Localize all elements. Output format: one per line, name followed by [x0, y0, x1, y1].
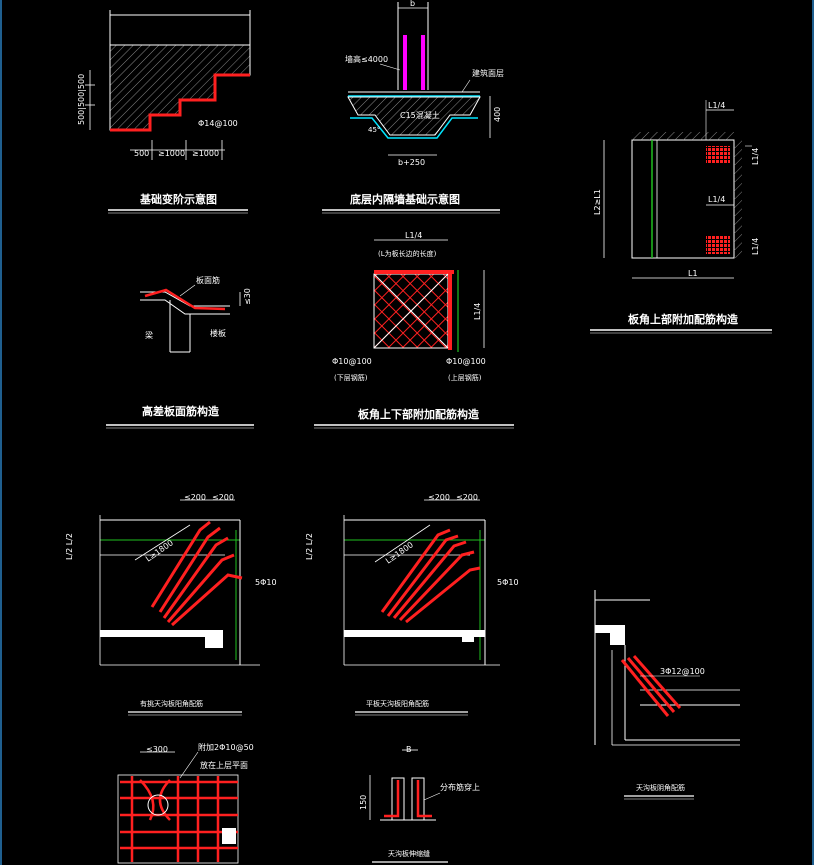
note-top: (L为板长边的长度): [378, 249, 437, 258]
interior-wall-footing-drawing: b 墙高≤4000 建筑面层 C15混凝土 45° 400 b+250 底层内隔…: [322, 0, 504, 214]
rebar-label: 5Φ10: [497, 578, 519, 587]
dim-side1-label: L1/4: [751, 148, 760, 165]
roof-corner-a-drawing: L≥1800 ≤200 ≤200 L/2 L/2 5Φ10 有挑天沟板阳角配筋: [65, 493, 277, 716]
dim-h2-label: ≥1000: [158, 149, 185, 158]
drawing-title: 天沟板阴角配筋: [636, 783, 685, 792]
dim-left-label: 150: [359, 795, 368, 810]
note1-label: 附加2Φ10@50: [198, 742, 254, 752]
right-edge-bar: [812, 0, 814, 865]
dim-left-label: L/2 L/2: [65, 533, 74, 560]
dim-height-label: 400: [493, 107, 502, 122]
dim-a-label: ≤200: [184, 493, 206, 502]
dim-top-label: B: [406, 745, 412, 754]
rebar-right-label: Φ10@100: [446, 357, 486, 366]
dim-top-label: L1/4: [708, 101, 725, 110]
drawing-title: 有挑天沟板阳角配筋: [140, 699, 203, 708]
dim-side2-label: L1/4: [751, 238, 760, 255]
dim-width-label: b+250: [398, 158, 425, 167]
dim-bottom-label: L1: [688, 269, 698, 278]
dim-label: ≤30: [243, 288, 252, 305]
note2-label: 放在上层平面: [200, 760, 248, 770]
drawing-title: 天沟板伸缩缝: [388, 849, 430, 858]
dim-mid-label: L1/4: [708, 195, 725, 204]
drawing-title: 基础变阶示意图: [139, 192, 217, 206]
drawing-title: 板角上下部附加配筋构造: [358, 407, 480, 421]
opening-rebar-drawing: ≤300 附加2Φ10@50 放在上层平面: [117, 742, 254, 864]
floor-note: 建筑面层: [472, 68, 504, 78]
drawing-title: 平板天沟板阳角配筋: [366, 699, 429, 708]
gutter-corner-drawing: 3Φ12@100 天沟板阴角配筋: [594, 590, 740, 800]
left-edge-bar: [0, 0, 2, 865]
stepped-foundation-drawing: 500|500|500 500 ≥1000 ≥1000 Φ14@100 基础变阶…: [77, 10, 251, 214]
dim-side-label: L1/4: [473, 303, 482, 320]
rebar-right-note: (上层钢筋): [448, 373, 482, 382]
note-top: 板面筋: [196, 275, 220, 285]
corner-topbottom-rebar-drawing: L1/4 (L为板长边的长度) L1/4 Φ10@100 (下层钢筋) Φ10@…: [314, 231, 514, 429]
rebar-left-note: (下层钢筋): [334, 373, 368, 382]
dim-label: ≤300: [146, 745, 168, 754]
drawing-title: 底层内隔墙基础示意图: [350, 192, 460, 206]
beam-label: 梁: [145, 331, 153, 340]
roof-corner-b-drawing: L≥1800 ≤200 ≤200 L/2 L/2 5Φ10 平板天沟板阳角配筋: [305, 493, 519, 716]
dim-vertical-label: 500|500|500: [77, 74, 86, 125]
dim-top-label: b: [410, 0, 415, 8]
dim-a-label: ≤200: [428, 493, 450, 502]
slab-label: 楼板: [210, 328, 226, 338]
dim-left-label: L/2 L/2: [305, 533, 314, 560]
corner-top-rebar-drawing: L1/4 L1/4 L1/4 L1/4 L2≥L1 L1 板角上部附加配筋构造: [590, 100, 772, 334]
rebar-left-label: Φ10@100: [332, 357, 372, 366]
slab-step-drawing: ≤30 板面筋 梁 楼板 高差板面筋构造: [106, 275, 254, 429]
concrete-label: C15混凝土: [400, 110, 440, 120]
drawing-title: 高差板面筋构造: [142, 404, 220, 418]
dim-h3-label: ≥1000: [192, 149, 219, 158]
angle-label: 45°: [368, 126, 380, 134]
dim-h1-label: 500: [134, 149, 149, 158]
gutter-wall-drawing: B 150 分布筋穿上 天沟板伸缩缝: [359, 745, 480, 863]
dim-b-label: ≤200: [212, 493, 234, 502]
dim-top-label: L1/4: [405, 231, 422, 240]
dim-vertical-label: L2≥L1: [593, 189, 602, 215]
rebar-label: 3Φ12@100: [660, 667, 705, 676]
dim-b-label: ≤200: [456, 493, 478, 502]
drawing-title: 板角上部附加配筋构造: [628, 312, 739, 326]
rebar-label: 5Φ10: [255, 578, 277, 587]
rebar-label: Φ14@100: [198, 119, 238, 128]
note-label: 分布筋穿上: [440, 782, 480, 792]
wall-note: 墙高≤4000: [345, 54, 388, 64]
